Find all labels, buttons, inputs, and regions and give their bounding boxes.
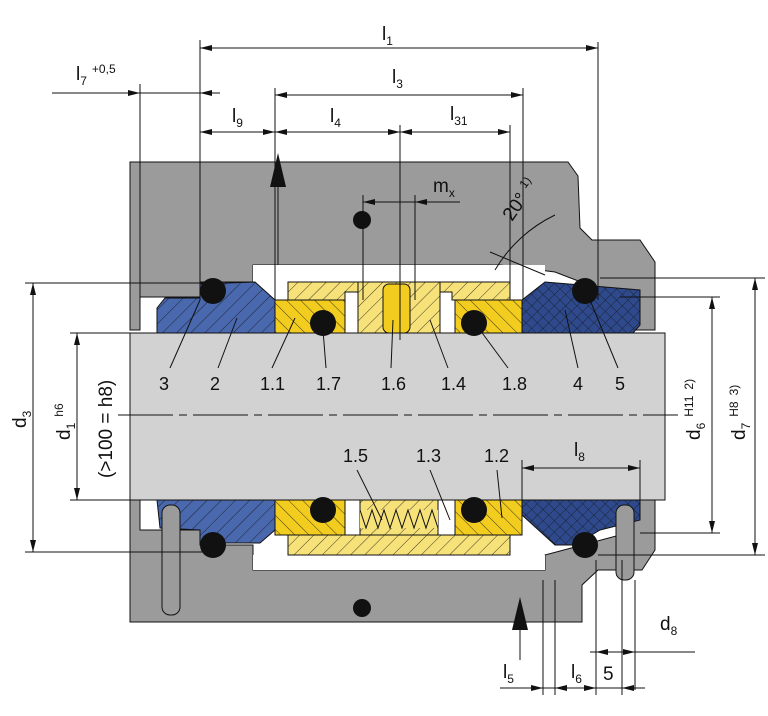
- part-1-2: 1.2: [484, 446, 509, 466]
- dim-l5-label: l5: [503, 662, 514, 686]
- dim-5-label: 5: [603, 664, 614, 685]
- pin-left: [161, 504, 181, 616]
- dim-d1-label: d1h6: [52, 403, 78, 440]
- part-2: 2: [210, 374, 220, 394]
- dim-l31-label: l31: [450, 104, 468, 128]
- o-ring-housing-top: [353, 211, 371, 229]
- pin-right: [615, 504, 635, 581]
- dimension-lines: [25, 40, 765, 695]
- part-1-8: 1.8: [502, 374, 527, 394]
- part-1-7: 1.7: [316, 374, 341, 394]
- dim-d6-label: d6H112): [682, 379, 708, 440]
- part-numbers-bottom: 1.5 1.3 1.2: [343, 446, 509, 466]
- shaft: [129, 332, 666, 501]
- part-4: 4: [573, 374, 583, 394]
- part-1-1: 1.1: [260, 374, 285, 394]
- leader-lines: [169, 299, 619, 521]
- dim-l9-label: l9: [232, 106, 243, 130]
- dim-mx-label: mx: [433, 176, 455, 200]
- part-1-4: 1.4: [441, 374, 466, 394]
- dim-d3-label: d3: [10, 410, 34, 428]
- arrow-up-icon: [270, 153, 286, 265]
- o-ring-1-7-bottom: [310, 497, 336, 523]
- dim-l8-label: l8: [574, 440, 585, 464]
- dim-l7-label: l7+0,5: [76, 62, 116, 88]
- o-ring-1-7: [310, 310, 336, 336]
- dim-d1-note: (>100 = h8): [96, 380, 117, 478]
- part-1-3: 1.3: [416, 446, 441, 466]
- o-ring-housing-bottom: [353, 599, 371, 617]
- part-1-5: 1.5: [343, 446, 368, 466]
- dim-l1-label: l1: [382, 24, 393, 48]
- o-ring-1-8-bottom: [461, 497, 487, 523]
- spring-1-5: [359, 508, 439, 530]
- dim-d8-label: d8: [660, 614, 678, 638]
- o-rings: [200, 211, 598, 617]
- o-ring-3: [200, 278, 226, 304]
- o-ring-5: [572, 278, 598, 304]
- dim-l3-label: l3: [392, 67, 403, 91]
- part-numbers-top: 3 2 1.1 1.7 1.6 1.4 1.8 4 5: [159, 374, 625, 394]
- part-5: 5: [615, 374, 625, 394]
- arrow-up-icon: [512, 597, 528, 660]
- dim-l4-label: l4: [330, 106, 341, 130]
- dim-d7-label: d7H83): [727, 385, 753, 440]
- o-ring-3-bottom: [200, 532, 226, 558]
- o-ring-1-8: [461, 310, 487, 336]
- part-1-6: 1.6: [381, 374, 406, 394]
- set-screw-1-6: [382, 283, 411, 334]
- part-3: 3: [159, 374, 169, 394]
- dimension-arrowheads: [30, 45, 758, 691]
- o-ring-5-bottom: [572, 532, 598, 558]
- dim-l6-label: l6: [571, 662, 582, 686]
